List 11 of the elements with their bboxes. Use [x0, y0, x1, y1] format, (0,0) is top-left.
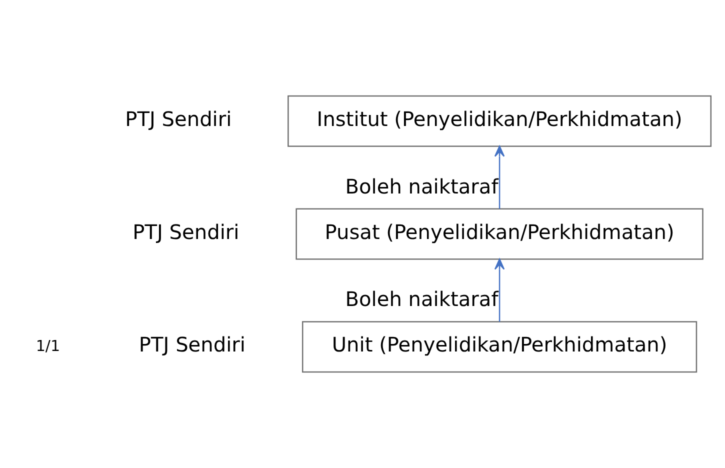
node-box: Unit (Penyelidikan/Perkhidmatan) — [302, 321, 698, 373]
node-label: PTJ Sendiri — [125, 106, 232, 131]
arrow — [494, 146, 505, 209]
edge-label: Boleh naiktaraf — [345, 174, 498, 198]
node-box: Pusat (Penyelidikan/Perkhidmatan) — [296, 208, 704, 260]
node-label: PTJ Sendiri — [132, 220, 240, 244]
edge-label: Boleh naiktaraf — [345, 287, 498, 312]
node-label: PTJ Sendiri — [138, 332, 246, 357]
label: 1/1 — [36, 336, 60, 355]
node-box: Institut (Penyelidikan/Perkhidmatan) — [288, 95, 712, 147]
arrow — [494, 258, 505, 322]
